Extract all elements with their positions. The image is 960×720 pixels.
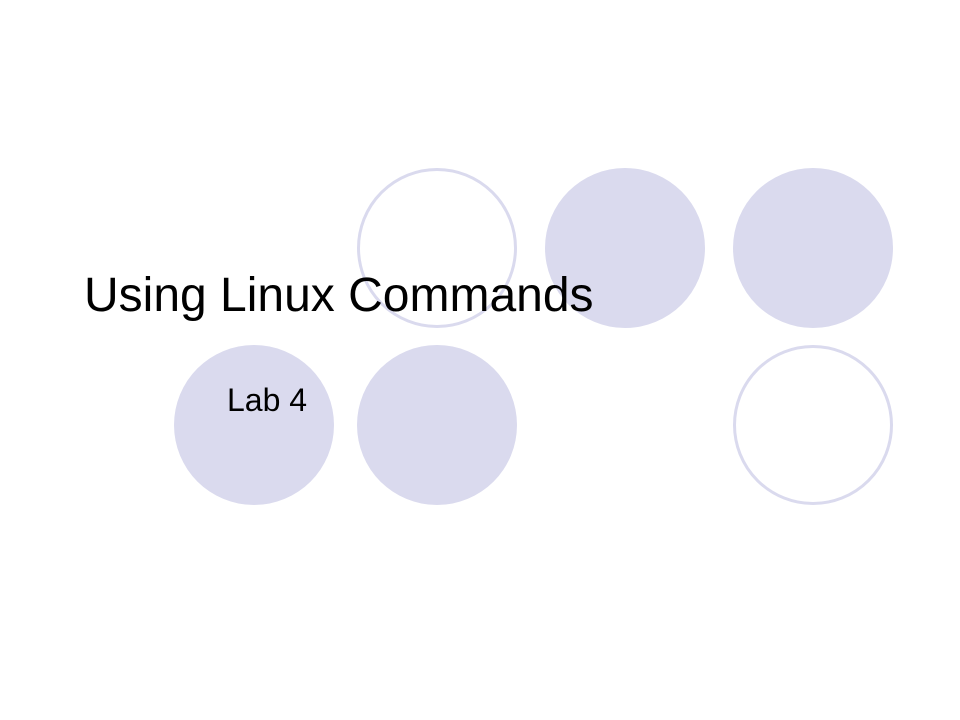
decorative-circle-filled [733, 168, 893, 328]
slide-subtitle: Lab 4 [227, 382, 308, 418]
decorative-circle-outline [357, 168, 517, 328]
decorative-circle-filled [357, 345, 517, 505]
slide-title: Using Linux Commands [84, 269, 594, 322]
decorative-circle-filled [545, 168, 705, 328]
decorative-circle-outline [733, 345, 893, 505]
decorative-circle-filled [174, 345, 334, 505]
